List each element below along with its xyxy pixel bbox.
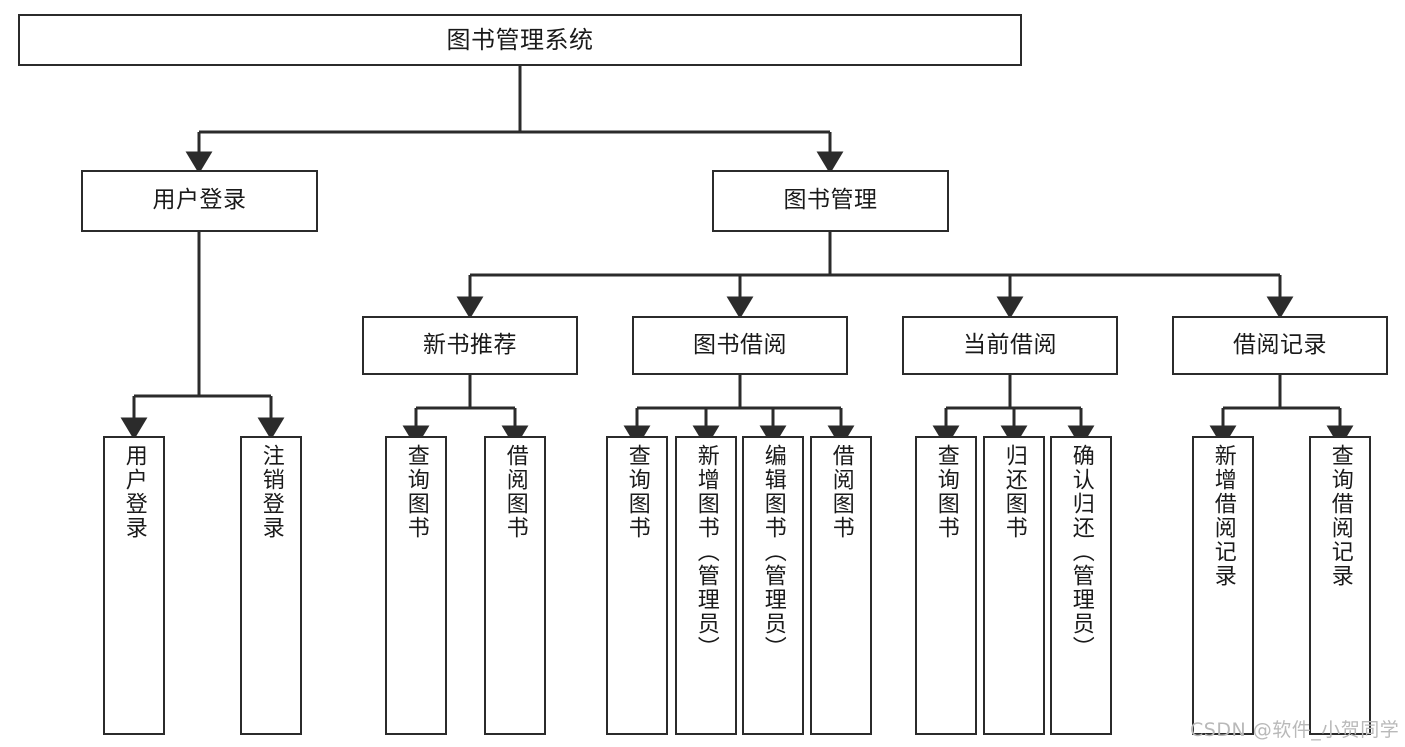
watermark-text: CSDN @软件_小贺同学 — [1190, 719, 1400, 741]
csdn-watermark: CSDN @软件_小贺同学 — [1190, 715, 1399, 742]
node-label: 新增图书（管理员） — [693, 444, 719, 660]
node-label: 借阅记录 — [1233, 331, 1327, 358]
leaf-current-borrow-return-book[interactable]: 归还图书 — [983, 436, 1045, 735]
leaf-new-book-query-book[interactable]: 查询图书 — [385, 436, 447, 735]
node-root-book-management-system[interactable]: 图书管理系统 — [18, 14, 1022, 66]
leaf-user-login-user-login[interactable]: 用户登录 — [103, 436, 165, 735]
node-user-login[interactable]: 用户登录 — [81, 170, 318, 232]
leaf-current-borrow-confirm-return-admin[interactable]: 确认归还（管理员） — [1050, 436, 1112, 735]
leaf-borrow-record-query-record[interactable]: 查询借阅记录 — [1309, 436, 1371, 735]
node-new-book-recommend[interactable]: 新书推荐 — [362, 316, 578, 375]
leaf-current-borrow-query-book[interactable]: 查询图书 — [915, 436, 977, 735]
node-label: 借阅图书 — [502, 444, 528, 540]
node-label: 当前借阅 — [963, 331, 1057, 358]
leaf-user-login-logout[interactable]: 注销登录 — [240, 436, 302, 735]
leaf-book-borrow-borrow-book[interactable]: 借阅图书 — [810, 436, 872, 735]
node-label: 查询图书 — [624, 444, 650, 540]
node-label: 图书管理 — [783, 187, 878, 214]
node-label: 新增借阅记录 — [1210, 444, 1236, 588]
leaf-book-borrow-edit-book-admin[interactable]: 编辑图书（管理员） — [742, 436, 804, 735]
leaf-new-book-borrow-book[interactable]: 借阅图书 — [484, 436, 546, 735]
node-label: 新书推荐 — [423, 331, 517, 358]
node-label: 归还图书 — [1001, 444, 1027, 540]
leaf-book-borrow-query-book[interactable]: 查询图书 — [606, 436, 668, 735]
node-label: 用户登录 — [121, 444, 147, 540]
node-label: 确认归还（管理员） — [1068, 444, 1094, 660]
node-label: 用户登录 — [152, 187, 247, 214]
node-label: 查询图书 — [933, 444, 959, 540]
leaf-book-borrow-add-book-admin[interactable]: 新增图书（管理员） — [675, 436, 737, 735]
node-current-borrow[interactable]: 当前借阅 — [902, 316, 1118, 375]
leaf-borrow-record-add-record[interactable]: 新增借阅记录 — [1192, 436, 1254, 735]
node-label: 图书借阅 — [693, 331, 787, 358]
node-label: 图书管理系统 — [446, 25, 594, 54]
node-label: 注销登录 — [258, 444, 284, 540]
node-book-borrow[interactable]: 图书借阅 — [632, 316, 848, 375]
node-label: 借阅图书 — [828, 444, 854, 540]
node-label: 查询图书 — [403, 444, 429, 540]
node-borrow-record[interactable]: 借阅记录 — [1172, 316, 1388, 375]
node-label: 编辑图书（管理员） — [760, 444, 786, 660]
node-book-management[interactable]: 图书管理 — [712, 170, 949, 232]
node-label: 查询借阅记录 — [1327, 444, 1353, 588]
